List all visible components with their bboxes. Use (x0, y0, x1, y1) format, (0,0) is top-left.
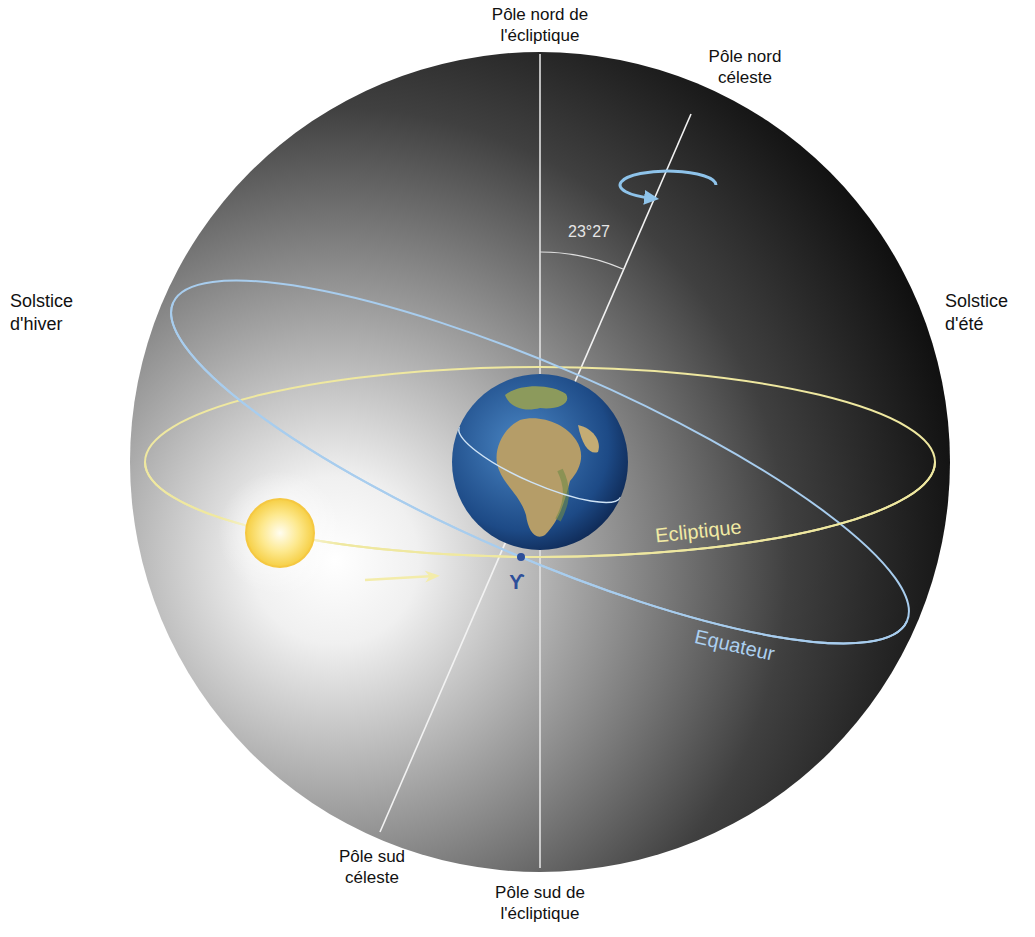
sun-motion-arrow (365, 576, 434, 580)
solstice-label: Solstice d'été (945, 290, 1031, 335)
circle-name: Equateur (692, 625, 777, 667)
angle-arc (540, 252, 624, 269)
pole-label: Pôle sud de l'écliptique (480, 882, 600, 925)
vernal-point (517, 553, 525, 561)
solstice-label: Solstice d'hiver (10, 290, 105, 335)
earth (451, 374, 630, 550)
sun (246, 499, 314, 567)
celestial-axis (380, 114, 691, 832)
circle-name: Ecliptique (654, 515, 743, 549)
precession-arrow (620, 171, 716, 198)
equator-front (135, 216, 945, 709)
celestial-sphere (130, 52, 950, 872)
vernal-point-symbol: ϒ (509, 570, 524, 595)
pole-label: Pôle sud céleste (331, 846, 413, 889)
pole-label: Pôle nord céleste (699, 46, 791, 89)
angle-label: 23°27 (568, 222, 610, 242)
pole-label: Pôle nord de l'écliptique (480, 4, 600, 47)
sun-glow (218, 471, 342, 595)
equator-circle (135, 216, 945, 709)
